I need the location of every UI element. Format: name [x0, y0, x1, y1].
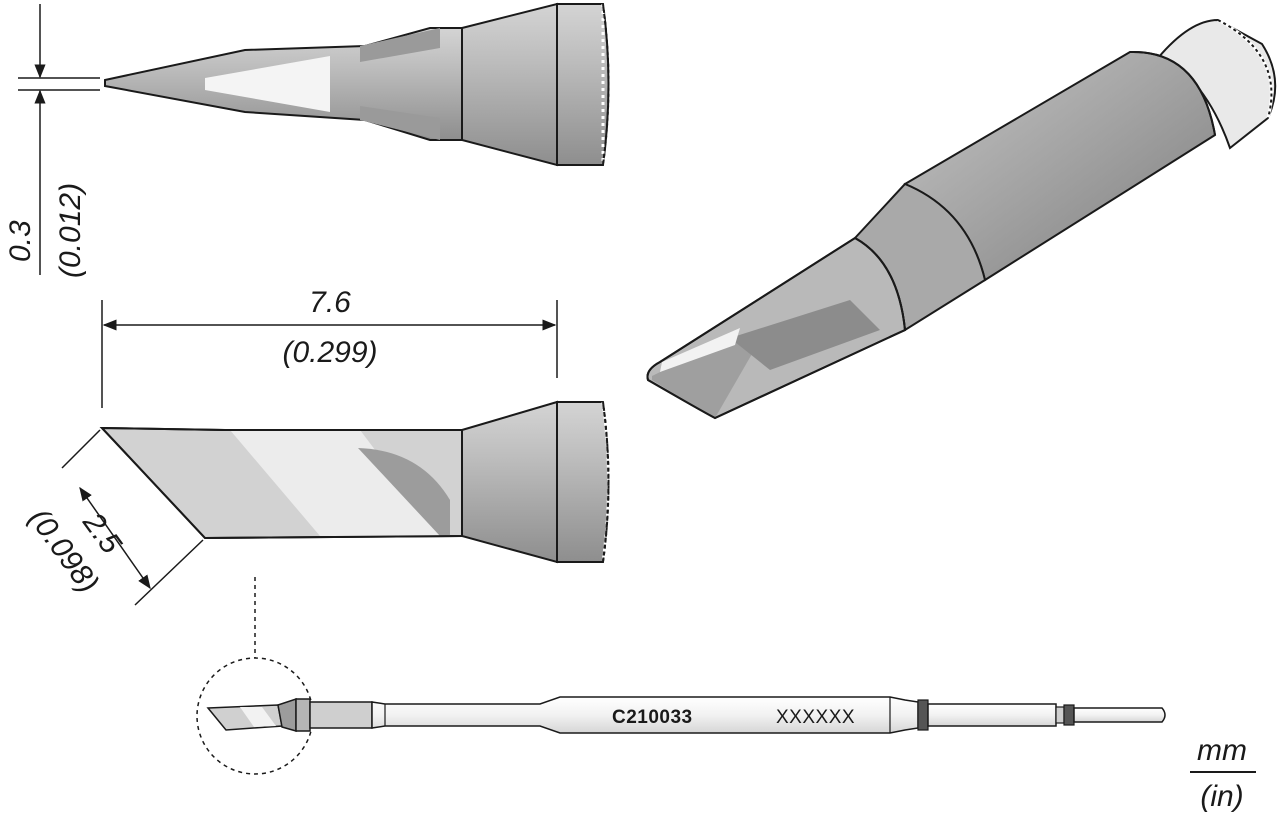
top-cone — [461, 2, 558, 167]
top-shoulder-lower — [360, 106, 440, 140]
side-cone — [461, 400, 558, 564]
part-number: C210033 — [612, 707, 693, 728]
iso-collar — [1156, 18, 1277, 150]
iso-blade-bevel — [652, 338, 760, 418]
iso-blade-shadow — [730, 300, 880, 370]
length-inch: (0.299) — [282, 336, 377, 369]
top-blade-highlight — [205, 56, 330, 112]
side-collar — [556, 401, 610, 563]
top-shoulder-upper — [360, 28, 440, 62]
top-view — [104, 2, 610, 167]
side-blade-highlight — [230, 430, 440, 536]
side-blade-shadow — [358, 448, 450, 536]
thickness-mm: 0.3 — [4, 220, 37, 262]
length-mm: 7.6 — [309, 286, 351, 319]
iso-blade-highlight — [660, 328, 740, 372]
top-collar — [556, 3, 610, 166]
unit-inch: (in) — [1200, 780, 1243, 813]
isometric-view — [646, 18, 1277, 420]
shaft-ring-1 — [917, 699, 929, 731]
units-legend: mm (in) — [1190, 734, 1256, 813]
full-tip-view: C210033 XXXXXX — [196, 577, 1166, 775]
shaft-end — [1073, 707, 1166, 723]
unit-mm: mm — [1197, 734, 1247, 767]
serial-placeholder: XXXXXX — [776, 707, 855, 728]
side-view — [99, 400, 610, 564]
length-dimension: 7.6 (0.299) — [101, 286, 558, 408]
shaft-ring-2 — [1063, 704, 1075, 726]
thickness-inch: (0.012) — [54, 183, 87, 278]
thickness-dimension: 0.3 (0.012) — [4, 4, 100, 278]
